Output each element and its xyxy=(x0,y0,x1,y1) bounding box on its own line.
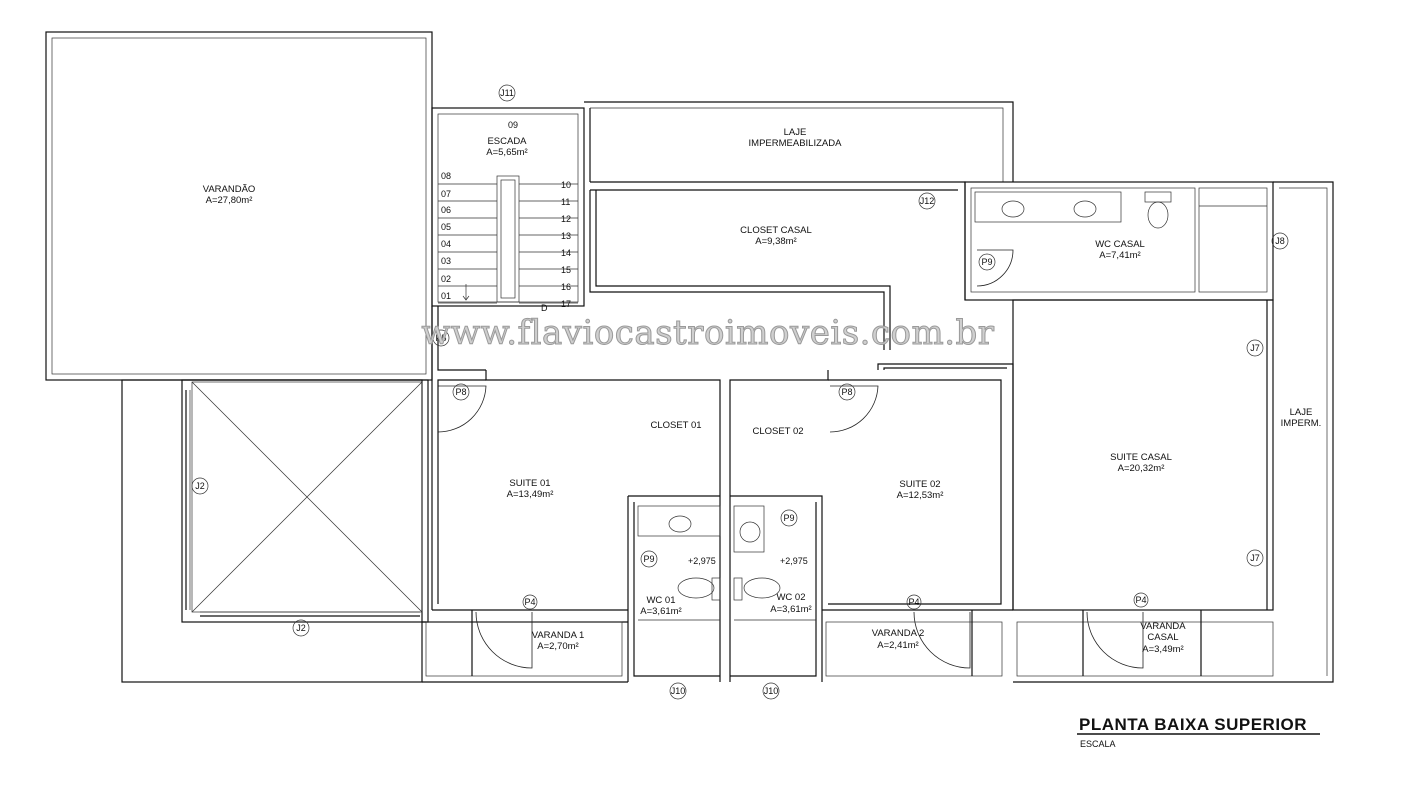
tag-j7-bottom: J7 xyxy=(1250,553,1260,563)
tag-p5: P5 xyxy=(435,333,446,343)
stair-step-09: 09 xyxy=(508,120,518,130)
escada-area-value: A=5,65m² xyxy=(486,147,527,158)
tag-j11: J11 xyxy=(500,88,514,98)
wc-casal-name: WC CASAL xyxy=(1095,239,1145,250)
stair-step-05: 05 xyxy=(441,222,451,232)
laje-imperm-name-2: IMPERM. xyxy=(1281,418,1322,429)
laje-impermeabilizada-area: LAJE IMPERMEABILIZADA xyxy=(584,101,1014,182)
stair-step-07: 07 xyxy=(441,189,451,199)
varandas-area: VARANDA 1 A=2,70m² VARANDA 2 A=2,41m² VA… xyxy=(422,610,1274,683)
stair-step-17: 17 xyxy=(561,299,571,309)
suite-01-name: SUITE 01 xyxy=(509,478,550,489)
suite-02-area: SUITE 02 A=12,53m² xyxy=(822,379,1013,669)
closet-01-name: CLOSET 01 xyxy=(650,420,701,431)
wc-casal-area-value: A=7,41m² xyxy=(1099,250,1140,261)
stair-step-16: 16 xyxy=(561,282,571,292)
scale-label: ESCALA xyxy=(1080,739,1116,749)
tags: J11 J12 J8 J7 J7 J2 J2 J10 J10 P5 P8 P8 … xyxy=(191,84,1289,700)
tag-j7-top: J7 xyxy=(1250,343,1260,353)
varanda-2-area-value: A=2,41m² xyxy=(877,640,918,651)
tag-p9-wc-02: P9 xyxy=(783,513,794,523)
tag-j2-bottom: J2 xyxy=(296,623,306,633)
laje-name: LAJE xyxy=(784,127,807,138)
stair-step-14: 14 xyxy=(561,248,571,258)
stair-step-13: 13 xyxy=(561,231,571,241)
void-area xyxy=(121,379,429,683)
stair-direction: D xyxy=(541,303,548,313)
suite-casal-area: SUITE CASAL A=20,32m² xyxy=(1012,299,1274,669)
wc-01-name: WC 01 xyxy=(646,595,675,606)
laje-imperm-name: LAJE xyxy=(1290,407,1313,418)
suite-02-name: SUITE 02 xyxy=(899,479,940,490)
varandao-name: VARANDÃO xyxy=(203,184,256,195)
stair-step-02: 02 xyxy=(441,274,451,284)
suite-02-area-value: A=12,53m² xyxy=(897,490,944,501)
stair-area: ESCADA A=5,65m² 09 08 07 06 05 04 03 02 … xyxy=(431,107,585,313)
level-wc-02: +2,975 xyxy=(780,556,808,566)
title-block: PLANTA BAIXA SUPERIOR ESCALA xyxy=(1077,715,1320,749)
drawing-title: PLANTA BAIXA SUPERIOR xyxy=(1079,715,1307,734)
tag-p4-varanda-1: P4 xyxy=(524,597,535,607)
tag-j10-left: J10 xyxy=(671,686,686,696)
stair-step-03: 03 xyxy=(441,256,451,266)
level-wc-01: +2,975 xyxy=(688,556,716,566)
suite-01-area-value: A=13,49m² xyxy=(507,489,554,500)
stair-step-08: 08 xyxy=(441,171,451,181)
closet-casal-name: CLOSET CASAL xyxy=(740,225,812,236)
tag-j12: J12 xyxy=(920,196,935,206)
varanda-1-area-value: A=2,70m² xyxy=(537,641,578,652)
suite-casal-area-value: A=20,32m² xyxy=(1118,463,1165,474)
stair-step-06: 06 xyxy=(441,205,451,215)
stair-step-01: 01 xyxy=(441,291,451,301)
laje-name-2: IMPERMEABILIZADA xyxy=(749,138,843,149)
suite-01-area: SUITE 01 A=13,49m² CLOSET 01 xyxy=(432,379,702,669)
tag-j2-left: J2 xyxy=(195,481,205,491)
wc-02-name: WC 02 xyxy=(776,592,805,603)
varanda-casal-name-2: CASAL xyxy=(1147,632,1178,643)
varanda-casal-name: VARANDA xyxy=(1140,621,1186,632)
tag-p8-right: P8 xyxy=(841,387,852,397)
wc-02-area-value: A=3,61m² xyxy=(770,604,811,615)
varandao-area: VARANDÃO A=27,80m² xyxy=(45,31,433,381)
laje-imperm-area: LAJE IMPERM. xyxy=(1013,181,1334,683)
varanda-casal-area-value: A=3,49m² xyxy=(1142,644,1183,655)
tag-p9-wc-01: P9 xyxy=(643,554,654,564)
varanda-2-name: VARANDA 2 xyxy=(872,628,925,639)
varanda-1-name: VARANDA 1 xyxy=(532,630,585,641)
tag-j10-right: J10 xyxy=(764,686,779,696)
closet-casal-area-value: A=9,38m² xyxy=(755,236,796,247)
escada-name: ESCADA xyxy=(487,136,527,147)
tag-p8-left: P8 xyxy=(455,387,466,397)
wc-casal-area: WC CASAL A=7,41m² xyxy=(964,181,1274,301)
stair-step-12: 12 xyxy=(561,214,571,224)
stair-step-15: 15 xyxy=(561,265,571,275)
watermark-text: www.flaviocastroimoveis.com.br xyxy=(421,313,994,353)
tag-p4-varanda-2: P4 xyxy=(908,597,919,607)
stair-step-11: 11 xyxy=(561,197,570,207)
closet-02-name: CLOSET 02 xyxy=(752,426,803,437)
tag-p9-wc-casal: P9 xyxy=(981,257,992,267)
suite-casal-name: SUITE CASAL xyxy=(1110,452,1172,463)
varandao-area-value: A=27,80m² xyxy=(206,195,253,206)
stair-step-04: 04 xyxy=(441,239,451,249)
tag-p4-varanda-casal: P4 xyxy=(1135,595,1146,605)
wc-01-area-value: A=3,61m² xyxy=(640,606,681,617)
tag-j8: J8 xyxy=(1275,236,1285,246)
stair-step-10: 10 xyxy=(561,180,571,190)
wc-blocks: WC 01 A=3,61m² WC 02 A=3,61m² +2,975 +2,… xyxy=(627,426,823,682)
